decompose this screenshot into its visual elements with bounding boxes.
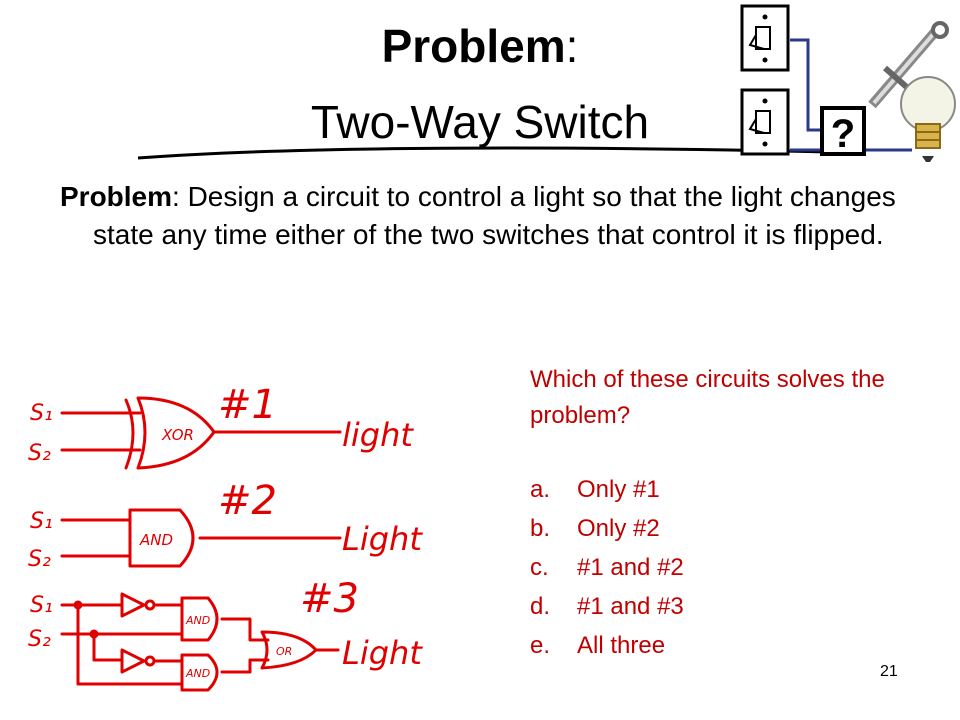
sword-icon	[868, 21, 949, 109]
title-underline	[137, 146, 831, 160]
option-letter: d.	[530, 593, 551, 620]
c1-input2-label: S₂	[28, 441, 51, 466]
c2-number: #2	[218, 478, 277, 524]
c3-input1-label: S₁	[30, 593, 53, 618]
c3-number: #3	[300, 576, 359, 622]
c3-gate1-label: AND	[185, 614, 210, 627]
option-b[interactable]: b. Only #2	[530, 509, 684, 548]
c2-gate-label: AND	[139, 531, 173, 549]
circuit-3	[60, 592, 340, 692]
option-text: Only #2	[577, 515, 660, 542]
slide-title: Problem:	[200, 18, 760, 74]
question-box-icon: ?	[820, 106, 866, 156]
option-a[interactable]: a. Only #1	[530, 470, 684, 509]
title-bold: Problem	[381, 20, 566, 72]
c3-input2-label: S₂	[28, 627, 51, 652]
question-mark: ?	[831, 112, 855, 156]
question-prompt: Which of these circuits solves the probl…	[530, 366, 885, 429]
problem-text: : Design a circuit to control a light so…	[93, 181, 896, 250]
c1-number: #1	[218, 382, 277, 428]
circuit-2	[60, 508, 342, 568]
problem-statement: Problem: Design a circuit to control a l…	[60, 178, 933, 254]
option-text: #1 and #3	[577, 593, 684, 620]
c3-gate2-label: AND	[185, 667, 210, 680]
c1-output-label: light	[342, 416, 414, 454]
c2-input1-label: S₁	[30, 509, 53, 534]
c3-output-label: Light	[342, 634, 423, 672]
option-letter: b.	[530, 515, 551, 542]
c2-output-label: Light	[342, 520, 423, 558]
option-c[interactable]: c. #1 and #2	[530, 548, 684, 587]
problem-label: Problem	[60, 181, 173, 212]
answer-options: a. Only #1 b. Only #2 c. #1 and #2 d. #1 and…	[530, 470, 684, 665]
option-text: Only #1	[577, 476, 660, 503]
title-colon: :	[565, 20, 579, 72]
c3-gate3-label: OR	[276, 645, 292, 658]
switch-icon-top	[740, 4, 790, 72]
c2-input2-label: S₂	[28, 547, 51, 572]
option-d[interactable]: d. #1 and #3	[530, 587, 684, 626]
option-letter: e.	[530, 632, 551, 659]
circuit-1	[60, 396, 342, 470]
switch-icon-bottom	[740, 88, 790, 156]
option-text: All three	[577, 632, 666, 659]
option-letter: c.	[530, 554, 549, 581]
option-text: #1 and #2	[577, 554, 684, 581]
c1-input1-label: S₁	[30, 401, 53, 426]
option-e[interactable]: e. All three	[530, 626, 684, 665]
light-bulb-icon	[900, 76, 956, 162]
page-number: 21	[880, 663, 898, 680]
slide-subtitle: Two-Way Switch	[310, 96, 650, 148]
option-letter: a.	[530, 476, 551, 503]
c1-gate-label: XOR	[161, 426, 194, 444]
